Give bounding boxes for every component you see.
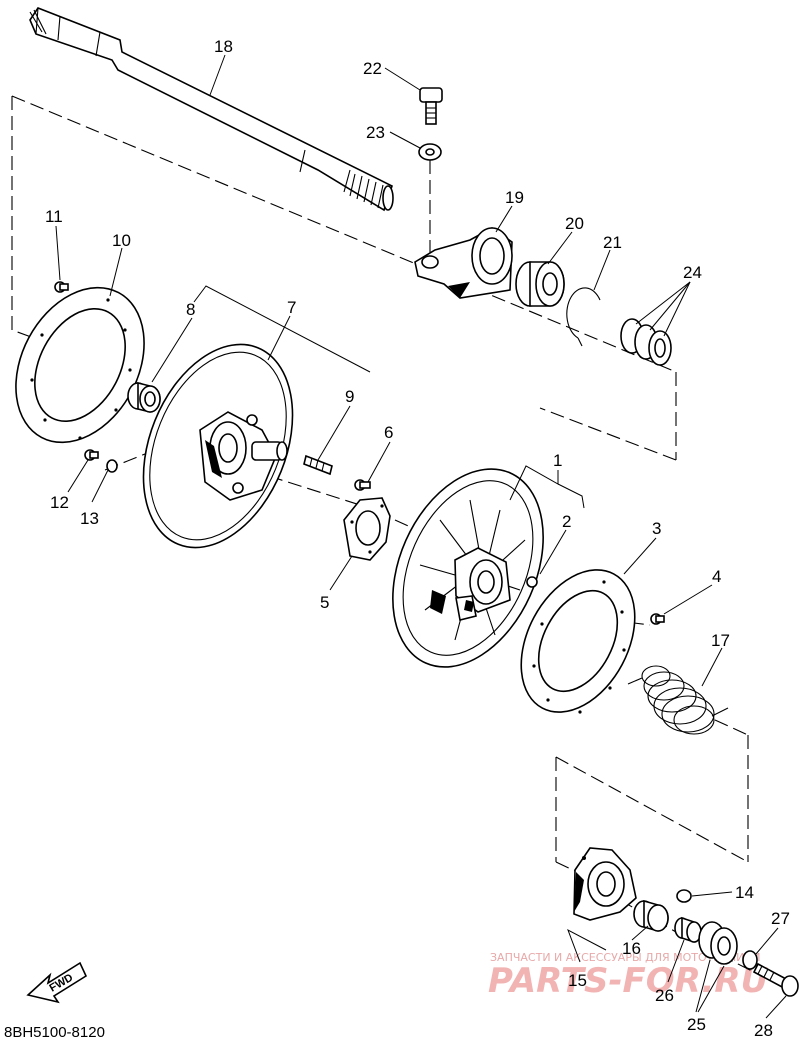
bearing-housing-part-19 bbox=[414, 227, 513, 299]
label-25: 25 bbox=[687, 1015, 706, 1034]
label-14: 14 bbox=[735, 883, 754, 902]
label-27: 27 bbox=[771, 909, 790, 928]
label-17: 17 bbox=[711, 631, 730, 650]
shaft-part-18 bbox=[29, 7, 394, 212]
bolt-part-12 bbox=[84, 449, 99, 461]
gasket-plate-part-10 bbox=[15, 286, 145, 444]
label-22: 22 bbox=[363, 59, 382, 78]
bolt-part-22 bbox=[419, 87, 443, 125]
fixed-sheave-part-7 bbox=[142, 343, 294, 549]
label-26: 26 bbox=[655, 986, 674, 1005]
label-6: 6 bbox=[384, 423, 393, 442]
label-28: 28 bbox=[754, 1021, 773, 1040]
bolt-part-2 bbox=[526, 576, 538, 588]
seal-part-24 bbox=[620, 318, 672, 366]
label-23: 23 bbox=[366, 123, 385, 142]
watermark-tagline: ЗАПЧАСТИ И АКСЕССУАРЫ ДЛЯ МОТОТЕХНИКИ bbox=[490, 951, 760, 964]
label-10: 10 bbox=[112, 231, 131, 250]
watermark-brand: PARTS-FOR.RU bbox=[488, 961, 768, 1001]
label-5: 5 bbox=[320, 593, 329, 612]
label-12: 12 bbox=[50, 493, 69, 512]
label-18: 18 bbox=[214, 37, 233, 56]
label-11: 11 bbox=[45, 207, 63, 226]
label-9: 9 bbox=[345, 387, 354, 406]
fwd-arrow-icon: FWD bbox=[26, 961, 88, 1004]
label-7: 7 bbox=[287, 298, 296, 317]
nut-part-14 bbox=[676, 889, 692, 903]
stud-part-9 bbox=[303, 454, 333, 476]
movable-sheave-part-1 bbox=[392, 468, 544, 668]
circlip-part-21 bbox=[566, 287, 601, 347]
plate-part-3 bbox=[520, 569, 636, 714]
washer-part-13 bbox=[106, 459, 118, 473]
gasket-part-5 bbox=[343, 497, 391, 561]
label-3: 3 bbox=[652, 519, 661, 538]
label-4: 4 bbox=[712, 567, 721, 586]
label-24: 24 bbox=[683, 263, 702, 282]
cam-part-15 bbox=[573, 847, 637, 921]
bolt-part-6 bbox=[354, 479, 371, 491]
bearing-part-20 bbox=[515, 261, 565, 307]
washer-part-27 bbox=[742, 950, 758, 970]
spring-part-17 bbox=[627, 665, 729, 735]
diagram-code: 8BH5100-8120 bbox=[4, 1024, 105, 1041]
collar-part-26 bbox=[674, 916, 702, 943]
washer-part-23 bbox=[418, 143, 442, 255]
label-15: 15 bbox=[568, 971, 587, 990]
screw-part-11 bbox=[54, 281, 69, 293]
label-1: 1 bbox=[553, 451, 562, 470]
label-19: 19 bbox=[505, 188, 524, 207]
watermark: ЗАПЧАСТИ И АКСЕССУАРЫ ДЛЯ МОТОТЕХНИКИ PA… bbox=[488, 951, 768, 1001]
leader-lines bbox=[55, 54, 787, 1019]
label-13: 13 bbox=[80, 509, 99, 528]
bushing-part-16 bbox=[633, 899, 669, 932]
screw-part-4 bbox=[650, 613, 665, 625]
bearing-part-25 bbox=[698, 921, 738, 965]
label-8: 8 bbox=[186, 300, 195, 319]
label-16: 16 bbox=[622, 939, 641, 958]
label-2: 2 bbox=[562, 512, 571, 531]
label-21: 21 bbox=[603, 233, 622, 252]
label-20: 20 bbox=[565, 214, 584, 233]
part-labels: 18 22 23 19 20 21 24 11 10 8 7 9 6 12 13… bbox=[45, 37, 790, 1040]
bolt-part-28 bbox=[752, 962, 799, 997]
bushing-part-8 bbox=[127, 381, 161, 413]
